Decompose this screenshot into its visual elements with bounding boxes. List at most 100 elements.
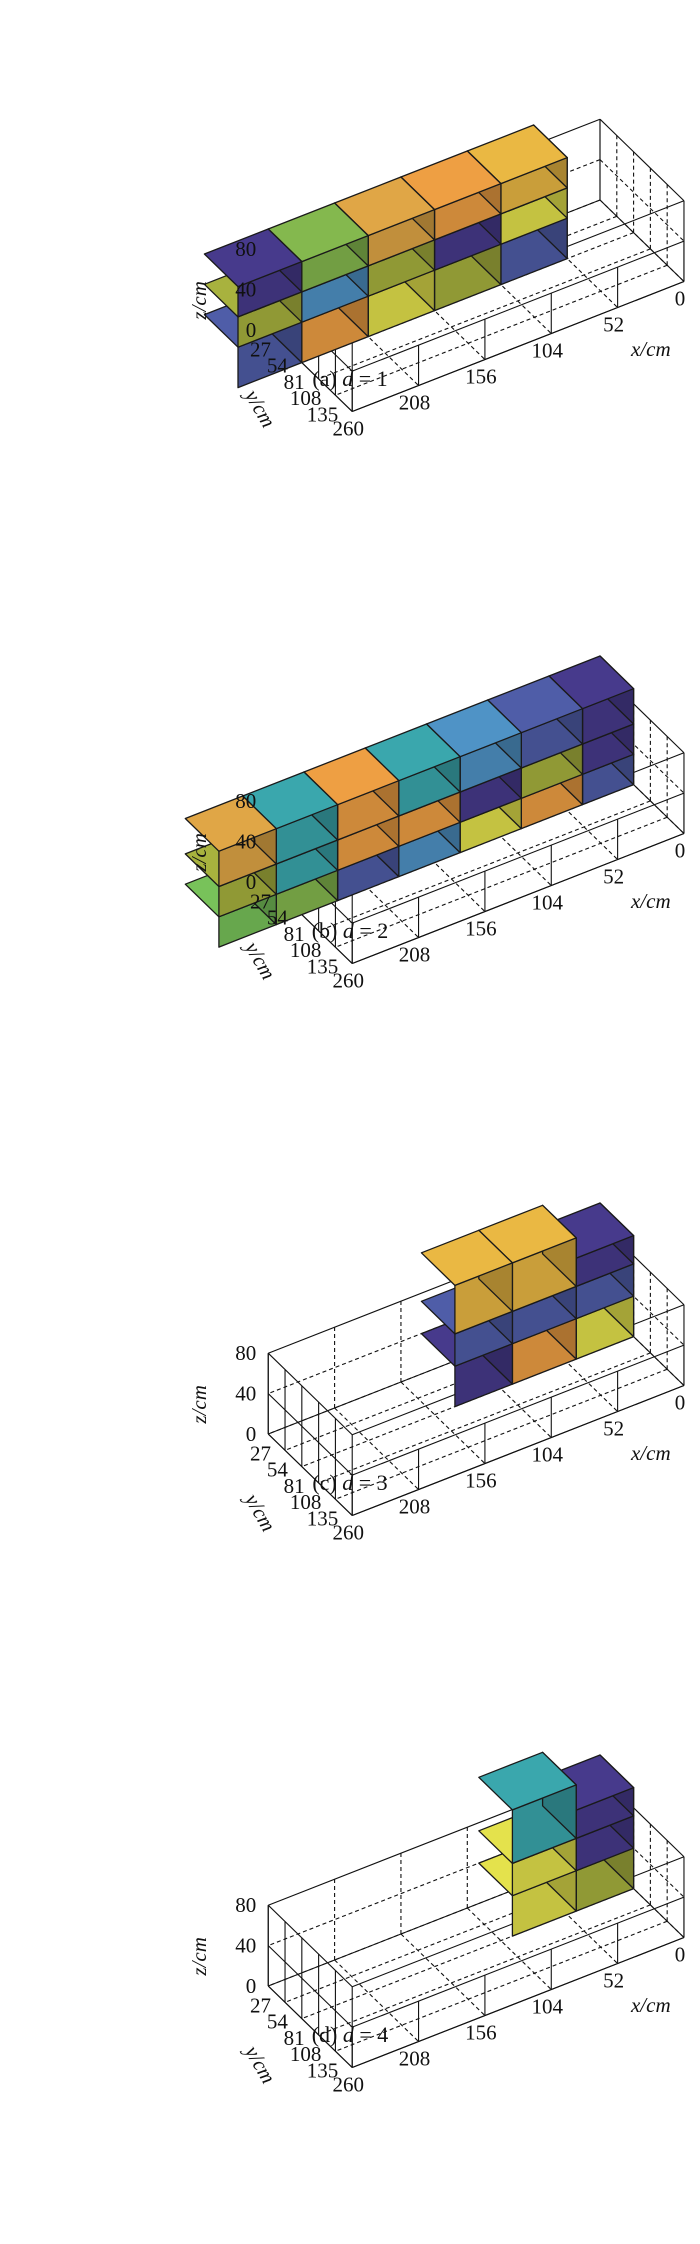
cargo-box <box>400 150 502 241</box>
x-tick-label: 156 <box>465 1469 497 1493</box>
y-tick-label: 27 <box>250 337 271 361</box>
floor-grid-x <box>533 777 619 860</box>
y-tick-label: 54 <box>267 1458 289 1482</box>
front-wall-grid <box>352 1896 685 2028</box>
y-axis-label: y/cm <box>239 936 281 984</box>
z-tick-label: 40 <box>235 1382 256 1406</box>
panel-caption: (b) d = 2 <box>312 918 389 943</box>
x-tick-label: 52 <box>603 1969 624 1993</box>
caption-prefix: (b) <box>312 918 343 943</box>
floor-grid-x <box>334 855 419 938</box>
z-tick-label: 80 <box>235 1893 256 1917</box>
z-tick-label: 40 <box>235 830 256 854</box>
floor-grid-x <box>400 1933 486 2016</box>
panel-2: 05210415620826027548110813504080x/cmy/cm… <box>184 655 685 993</box>
y-tick-label: 81 <box>284 370 305 394</box>
x-tick-label: 0 <box>675 1943 686 1967</box>
y-axis-label: y/cm <box>239 2040 281 2088</box>
box-top-face <box>478 1751 577 1811</box>
x-axis-label: x/cm <box>630 889 671 913</box>
floor-grid-x <box>400 1381 486 1464</box>
side-wall-grid <box>599 711 685 794</box>
front-wall-grid <box>352 1344 685 1476</box>
caption-prefix: (d) <box>312 2022 343 2047</box>
side-wall-grid <box>599 751 685 834</box>
floor-grid-y <box>318 1352 651 1484</box>
y-tick-label: 135 <box>307 955 339 979</box>
x-tick-label: 0 <box>675 839 686 863</box>
floor-grid-x <box>334 303 419 386</box>
side-wall-grid <box>599 159 685 242</box>
floor-grid-x <box>400 829 486 912</box>
side-wall-grid <box>599 1303 685 1386</box>
y-tick-label: 81 <box>284 1474 305 1498</box>
x-tick-label: 104 <box>532 1443 564 1467</box>
z-tick-label: 0 <box>246 318 257 342</box>
floor-grid-y <box>335 816 668 948</box>
front-wall-grid <box>352 1937 685 2069</box>
floor-grid-y <box>318 800 651 932</box>
x-tick-label: 208 <box>399 391 431 415</box>
cargo-box <box>267 202 369 293</box>
x-tick-label: 52 <box>603 313 624 337</box>
floor-grid-x <box>466 251 552 334</box>
box-top-face <box>184 795 277 852</box>
x-tick-label: 0 <box>675 1391 686 1415</box>
y-tick-label: 135 <box>307 403 339 427</box>
y-tick-label: 108 <box>290 2042 322 2066</box>
front-wall-grid <box>352 792 685 924</box>
x-tick-label: 208 <box>399 2047 431 2071</box>
left-wall-grid <box>267 1945 353 2028</box>
panel-1: 05210415620826027548110813504080x/cmy/cm… <box>187 118 685 441</box>
floor-grid-x <box>533 1329 619 1412</box>
floor-grid-y <box>335 1368 668 1500</box>
z-tick-label: 0 <box>246 1422 257 1446</box>
x-tick-label: 156 <box>465 365 497 389</box>
caption-variable: d <box>343 918 355 943</box>
floor-grid-x <box>466 1907 552 1990</box>
y-tick-label: 54 <box>267 906 289 930</box>
y-tick-label: 27 <box>250 1441 271 1465</box>
front-wall-grid <box>352 833 685 965</box>
z-axis-label: z/cm <box>187 1385 211 1425</box>
y-tick-label: 108 <box>290 1490 322 1514</box>
floor-grid-x <box>334 1407 419 1490</box>
floor-grid-x <box>533 1881 619 1964</box>
front-wall-grid <box>352 281 685 413</box>
side-wall-grid <box>599 1263 685 1346</box>
left-wall-grid <box>267 1985 353 2068</box>
floor-grid-x <box>334 1959 419 2042</box>
z-tick-label: 80 <box>235 1341 256 1365</box>
side-wall-grid <box>599 1815 685 1898</box>
side-wall-grid <box>599 118 685 202</box>
z-tick-label: 0 <box>246 1974 257 1998</box>
caption-variable: d <box>343 2022 355 2047</box>
z-axis-label: z/cm <box>187 281 211 321</box>
x-tick-label: 260 <box>332 2073 364 2097</box>
floor-grid-y <box>335 1920 668 2052</box>
panel-3: 05210415620826027548110813504080x/cmy/cm… <box>187 1202 685 1545</box>
caption-variable: d <box>342 366 354 391</box>
front-wall-grid <box>352 240 685 372</box>
y-tick-label: 135 <box>307 1507 339 1531</box>
x-axis-label: x/cm <box>630 1441 671 1465</box>
x-tick-label: 0 <box>675 287 686 311</box>
x-tick-label: 208 <box>399 943 431 967</box>
cargo-box <box>420 1229 514 1335</box>
floor-grid-y <box>318 1904 651 2036</box>
floor-grid-x <box>466 1355 552 1438</box>
cargo-box <box>478 1204 577 1313</box>
x-tick-label: 104 <box>532 891 564 915</box>
y-tick-label: 54 <box>267 2010 289 2034</box>
z-tick-label: 80 <box>235 789 256 813</box>
floor-grid-y <box>335 264 668 396</box>
cargo-box <box>203 228 303 318</box>
side-wall-grid <box>599 199 685 282</box>
caption-prefix: (c) <box>312 1470 342 1495</box>
x-tick-label: 260 <box>332 1521 364 1545</box>
side-wall-grid <box>599 1855 685 1938</box>
